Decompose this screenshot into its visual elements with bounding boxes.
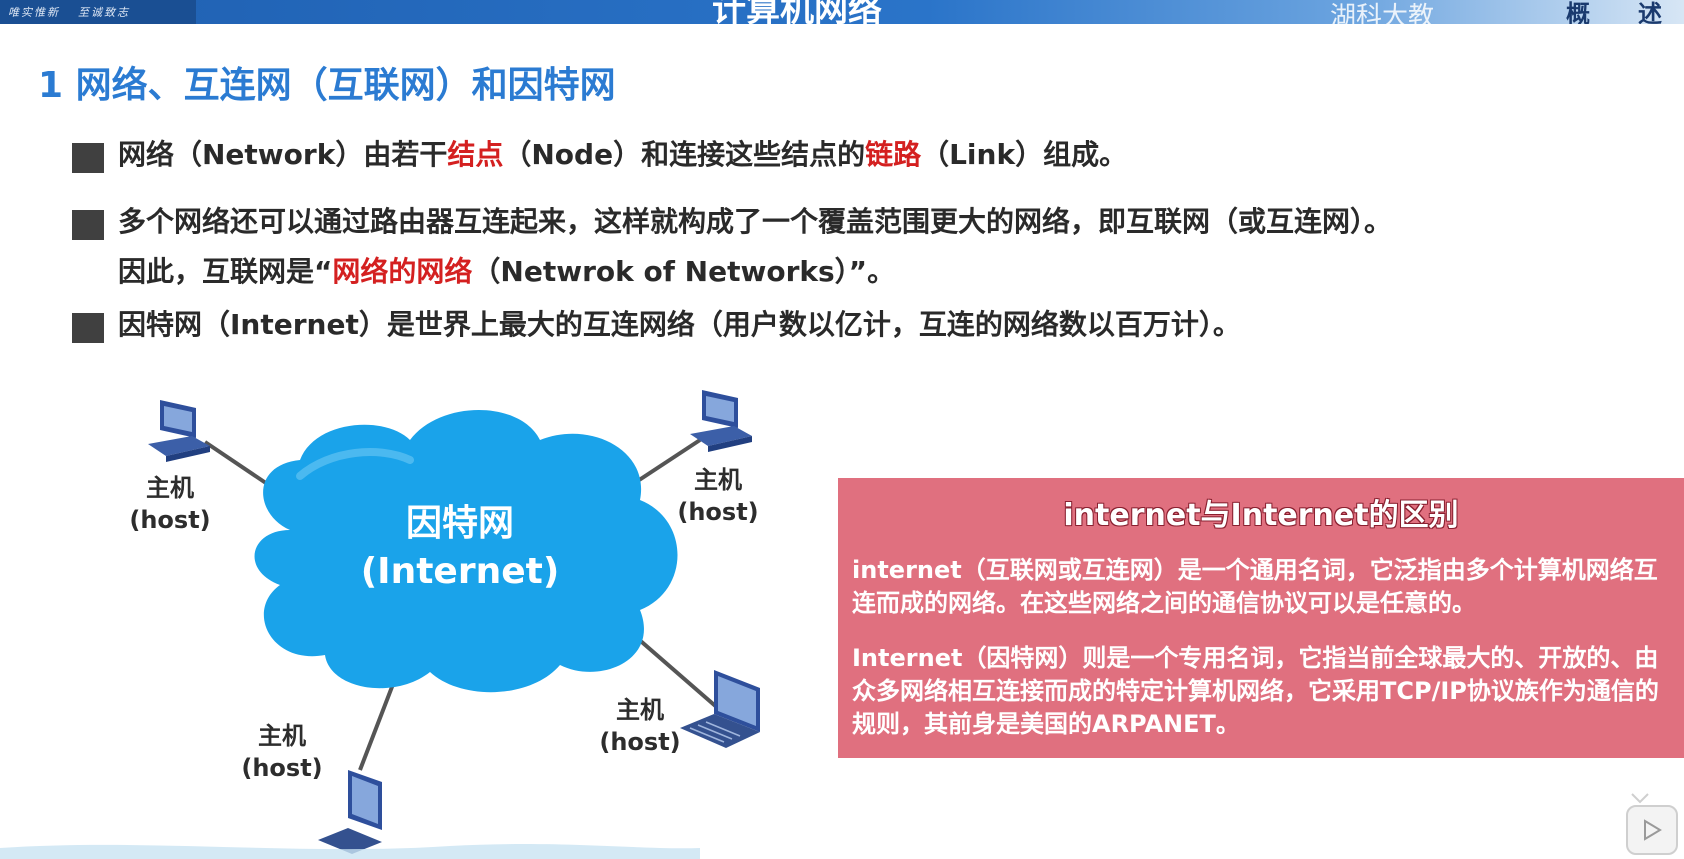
play-icon [1644,819,1662,841]
host-label-top-right: 主机 (host) [668,464,768,528]
info-box-title: internet与Internet的区别 [1063,498,1459,533]
cloud-label-cn: 因特网 [405,503,514,544]
host-label-cn: 主机 [694,466,742,494]
school-watermark: 湖科大教 [1330,2,1435,24]
host-label-cn: 主机 [146,474,194,502]
highlight-link: 链路 [865,138,922,171]
cloud-label-en: (Internet) [360,551,560,592]
bullet-square-icon [72,143,104,173]
tv-antenna-icon [1631,793,1649,804]
slide-header-bar: 唯实惟新 至诚致志 计算机网络 湖科大教 概 述 [0,0,1684,24]
internet-cloud-icon [254,410,678,693]
bottom-wave-decoration [0,844,700,859]
host-label-en: (host) [129,506,211,534]
text-segment: （Link）组成。 [921,138,1128,171]
logo-motto-right: 至诚致志 [78,6,130,19]
university-logo: 唯实惟新 至诚致志 [0,0,196,24]
host-label-bottom-right: 主机 (host) [590,694,690,758]
host-label-top-left: 主机 (host) [120,472,220,536]
section-title: 1 网络、互连网（互联网）和因特网 [38,65,616,106]
text-segment: 因此，互联网是“ [118,255,333,288]
text-segment: （Netwrok of Networks）”。 [472,255,896,288]
info-internet-proper: Internet（因特网）则是一个专用名词，它指当前全球最大的、开放的、由众多网… [852,644,1659,738]
diagram-graphic [148,390,760,854]
host-label-bottom-left: 主机 (host) [232,720,332,784]
chapter-tab-1: 概 [1566,0,1590,24]
bullet-square-icon [72,313,104,343]
internet-comparison-box: internet与Internet的区别 internet（互联网或互连网）是一… [838,478,1684,758]
host-label-en: (host) [677,498,759,526]
bullet-network: 网络（Network）由若干结点（Node）和连接这些结点的链路（Link）组成… [72,138,1127,178]
link-top-right [628,438,702,488]
desktop-computer-icon [690,390,752,452]
logo-motto-left: 唯实惟新 [8,6,60,19]
host-label-cn: 主机 [616,696,664,724]
text-segment: 网络（Network）由若干 [118,138,448,171]
highlight-network-of-networks: 网络的网络 [332,255,473,288]
cloud-label: 因特网 (Internet) [360,500,560,596]
bullet-internetwork-line2: 因此，互联网是“网络的网络（Netwrok of Networks）”。 [118,250,895,290]
highlight-node: 结点 [447,138,504,171]
desktop-computer-icon [148,400,210,462]
host-label-en: (host) [599,728,681,756]
text-segment: （Node）和连接这些结点的 [503,138,866,171]
bullet-internet-text: 因特网（Internet）是世界上最大的互连网络（用户数以亿计，互连的网络数以百… [118,308,1241,341]
bullet-network-text: 网络（Network）由若干结点（Node）和连接这些结点的链路（Link）组成… [118,132,1127,178]
laptop-computer-icon [318,770,382,854]
deck-title: 计算机网络 [712,0,882,24]
bullet-square-icon [72,210,104,240]
bullet-internet: 因特网（Internet）是世界上最大的互连网络（用户数以亿计，互连的网络数以百… [72,308,1241,348]
internet-diagram: 因特网 (Internet) 主机 (host) 主机 (host) 主机 (h… [0,380,820,859]
info-internet-generic: internet（互联网或互连网）是一个通用名词，它泛指由多个计算机网络互连而成… [852,556,1658,617]
chapter-tab-2: 述 [1638,0,1662,24]
host-label-cn: 主机 [258,722,306,750]
laptop-computer-icon [680,670,760,748]
host-label-en: (host) [241,754,323,782]
bullet-internetwork: 多个网络还可以通过路由器互连起来，这样就构成了一个覆盖范围更大的网络，即互联网（… [72,205,1392,245]
bullet-internetwork-line1: 多个网络还可以通过路由器互连起来，这样就构成了一个覆盖范围更大的网络，即互联网（… [118,205,1393,238]
play-button[interactable] [1626,805,1678,855]
